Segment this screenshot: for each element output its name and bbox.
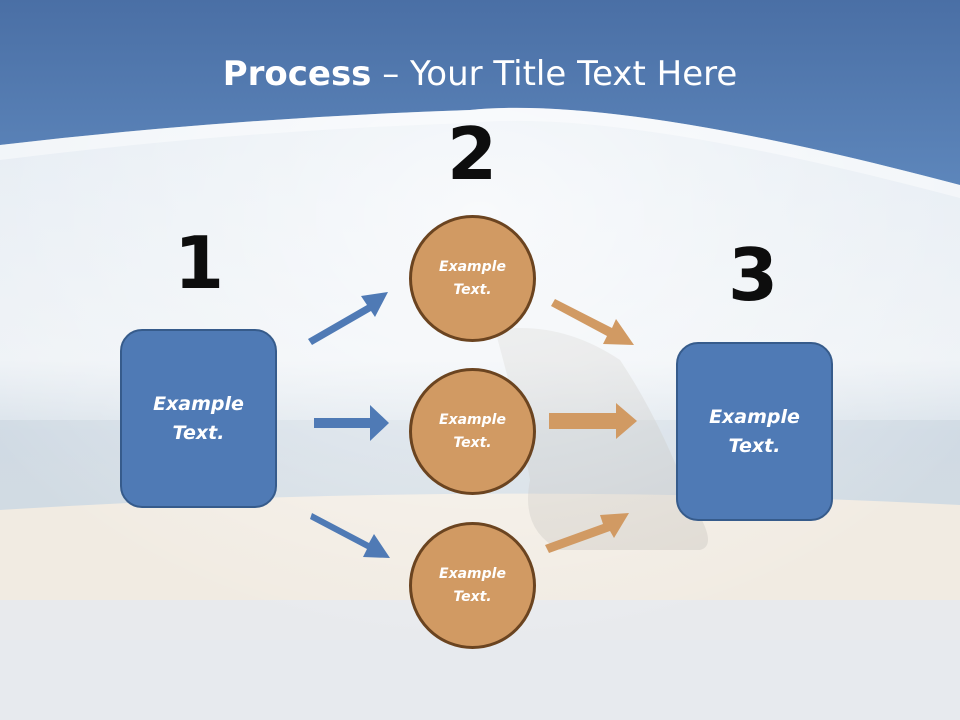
right-process-box: Example Text.: [676, 342, 833, 521]
step-number-2: 2: [446, 112, 498, 196]
circle-middle-label: Example Text.: [439, 411, 506, 451]
circle-top-label: Example Text.: [439, 258, 506, 298]
slide-title: Process – Your Title Text Here: [0, 52, 960, 96]
left-process-box: Example Text.: [120, 329, 277, 508]
title-rest: – Your Title Text Here: [371, 54, 738, 94]
step-number-3: 3: [727, 233, 779, 317]
circle-bottom: Example Text.: [409, 522, 536, 649]
right-box-label: Example Text.: [709, 405, 800, 457]
circle-middle: Example Text.: [409, 368, 536, 495]
left-box-label: Example Text.: [153, 392, 244, 444]
title-bold: Process: [222, 54, 372, 94]
circle-bottom-label: Example Text.: [439, 565, 506, 605]
step-number-1: 1: [173, 221, 225, 305]
circle-top: Example Text.: [409, 215, 536, 342]
